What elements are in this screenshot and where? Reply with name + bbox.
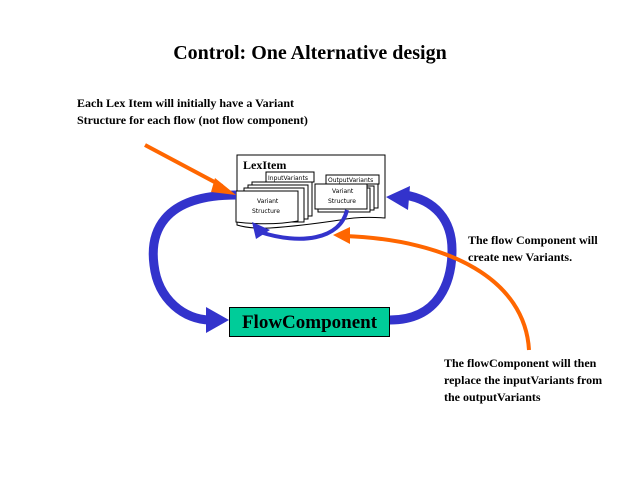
orange-arrowhead-note (211, 178, 236, 195)
blue-arrow-right (389, 190, 457, 325)
lex-item-note-line: Each Lex Item will initially have a Vari… (77, 96, 295, 110)
lex-item-label: LexItem (243, 158, 286, 172)
create-variants-note: The flow Component will create new Varia… (468, 232, 598, 266)
replace-variants-note-line: replace the inputVariants from (444, 373, 603, 387)
create-variants-note-line: create new Variants. (468, 250, 573, 264)
output-structure-line: Structure (328, 198, 356, 205)
page-title: Control: One Alternative design (173, 42, 447, 64)
replace-variants-note-line: the outputVariants (444, 390, 541, 404)
create-variants-note-line: The flow Component will (468, 233, 598, 247)
output-variants-stack: OutputVariants Variant Structure (314, 174, 380, 213)
blue-arrowhead-left (206, 307, 229, 333)
replace-variants-note: The flowComponent will then replace the … (444, 355, 602, 406)
orange-arrowhead-replace (333, 227, 350, 244)
output-variants-label: OutputVariants (328, 177, 373, 184)
blue-arrow-left (148, 190, 237, 325)
lex-item-note: Each Lex Item will initially have a Vari… (77, 95, 308, 129)
orange-arrow-note (144, 143, 223, 188)
blue-arrowhead-small (252, 222, 270, 239)
replace-variants-note-line: The flowComponent will then (444, 356, 597, 370)
blue-arrow-small (259, 209, 349, 241)
input-structure-line: Variant (257, 198, 279, 205)
input-variants-label: InputVariants (268, 175, 308, 182)
input-variants-stack: InputVariants Variant Structure (235, 171, 315, 225)
orange-arrow-replace (344, 234, 531, 351)
flow-component-box: FlowComponent (229, 307, 390, 337)
output-structure-line: Variant (332, 188, 354, 195)
blue-arrowhead-right (386, 186, 410, 210)
lex-item-note-line: Structure for each flow (not flow compon… (77, 113, 308, 127)
input-structure-line: Structure (252, 208, 280, 215)
